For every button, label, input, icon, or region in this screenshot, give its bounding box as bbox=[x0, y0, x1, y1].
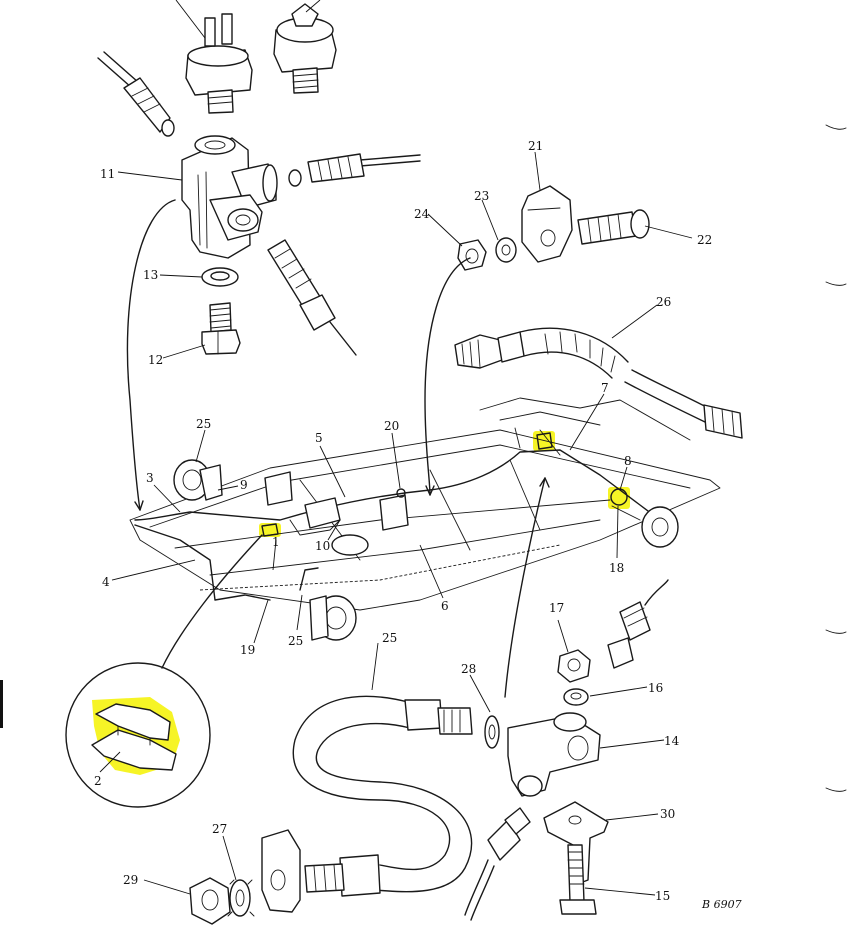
pressure-switch-right[interactable] bbox=[273, 3, 337, 94]
washer-16[interactable] bbox=[563, 688, 589, 706]
washer-28[interactable] bbox=[484, 715, 500, 749]
pipe-clip-8[interactable] bbox=[610, 488, 628, 506]
center-unions-10[interactable] bbox=[264, 471, 409, 556]
bolt-15[interactable] bbox=[559, 844, 597, 915]
pipe-end-top-left[interactable] bbox=[97, 51, 175, 137]
pipe-clip-1[interactable] bbox=[261, 523, 279, 537]
callout-23: 23 bbox=[474, 189, 489, 203]
pipe-end-center[interactable] bbox=[267, 239, 357, 356]
clip-21[interactable] bbox=[521, 185, 573, 263]
callout-25-hose: 25 bbox=[382, 631, 397, 645]
brake-pipe-run[interactable] bbox=[134, 427, 661, 601]
callout-3: 3 bbox=[146, 471, 154, 485]
washer-13[interactable] bbox=[201, 267, 239, 287]
callout-18: 18 bbox=[609, 561, 624, 575]
pressure-switch-left[interactable] bbox=[185, 13, 253, 114]
callout-5: 5 bbox=[315, 431, 323, 445]
callout-4: 4 bbox=[102, 575, 110, 589]
callout-12: 12 bbox=[148, 353, 163, 367]
washer-23[interactable] bbox=[495, 237, 517, 263]
callout-15: 15 bbox=[655, 889, 670, 903]
pipe-end-top-right[interactable] bbox=[288, 153, 421, 187]
callout-20: 20 bbox=[384, 419, 399, 433]
mounting-bracket-lower[interactable] bbox=[261, 829, 301, 913]
lock-washer-27[interactable] bbox=[227, 879, 255, 917]
callout-25-top: 25 bbox=[196, 417, 211, 431]
callout-1: 1 bbox=[272, 535, 280, 549]
callout-14: 14 bbox=[664, 734, 680, 748]
callout-19: 19 bbox=[240, 643, 255, 657]
leader-lines bbox=[99, 0, 693, 896]
callout-7: 7 bbox=[601, 381, 609, 395]
callout-22: 22 bbox=[697, 233, 712, 247]
margin-marks bbox=[0, 124, 847, 792]
flexible-hose-26[interactable] bbox=[454, 327, 743, 439]
highlight-clip-1 bbox=[259, 523, 281, 537]
pipe-clip-20[interactable] bbox=[396, 488, 406, 498]
callout-9: 9 bbox=[240, 478, 248, 492]
bolt-12[interactable] bbox=[201, 302, 241, 355]
callout-11: 11 bbox=[100, 167, 115, 181]
bolt-22[interactable] bbox=[577, 209, 650, 245]
callout-28: 28 bbox=[461, 662, 476, 676]
wheel-cylinder-right[interactable] bbox=[611, 505, 679, 548]
pointer-lines bbox=[126, 199, 550, 698]
callout-13: 13 bbox=[143, 268, 158, 282]
callout-27: 27 bbox=[212, 822, 227, 836]
rear-brake-assembly-25[interactable] bbox=[173, 459, 223, 501]
callout-25-mid: 25 bbox=[288, 634, 303, 648]
figure-reference: B 6907 bbox=[701, 898, 742, 911]
callout-labels: 11 13 12 21 23 24 22 26 7 8 18 25 9 3 4 … bbox=[94, 139, 742, 911]
callout-10: 10 bbox=[315, 539, 330, 553]
wheel-cylinder-lower[interactable] bbox=[309, 595, 357, 641]
flexible-hose-25[interactable] bbox=[292, 695, 473, 897]
nut-24[interactable] bbox=[457, 239, 487, 271]
callout-30: 30 bbox=[660, 807, 675, 821]
three-way-union-14[interactable] bbox=[507, 712, 601, 797]
pipe-clip-7[interactable] bbox=[536, 432, 553, 450]
callout-8: 8 bbox=[624, 454, 632, 468]
callout-26: 26 bbox=[656, 295, 671, 309]
callout-21: 21 bbox=[528, 139, 543, 153]
callout-17: 17 bbox=[549, 601, 564, 615]
banjo-bolt-right[interactable] bbox=[607, 579, 669, 669]
pipe-end-lower[interactable] bbox=[464, 807, 531, 921]
callout-24: 24 bbox=[414, 207, 430, 221]
four-way-union-11[interactable] bbox=[181, 135, 278, 259]
callout-6: 6 bbox=[441, 599, 449, 613]
clip-detail-inset bbox=[65, 662, 211, 808]
callout-2: 2 bbox=[94, 774, 102, 788]
callout-29: 29 bbox=[123, 873, 138, 887]
nut-17[interactable] bbox=[557, 649, 591, 683]
bracket-30[interactable] bbox=[543, 801, 609, 886]
callout-16: 16 bbox=[648, 681, 663, 695]
nut-29[interactable] bbox=[189, 877, 231, 925]
